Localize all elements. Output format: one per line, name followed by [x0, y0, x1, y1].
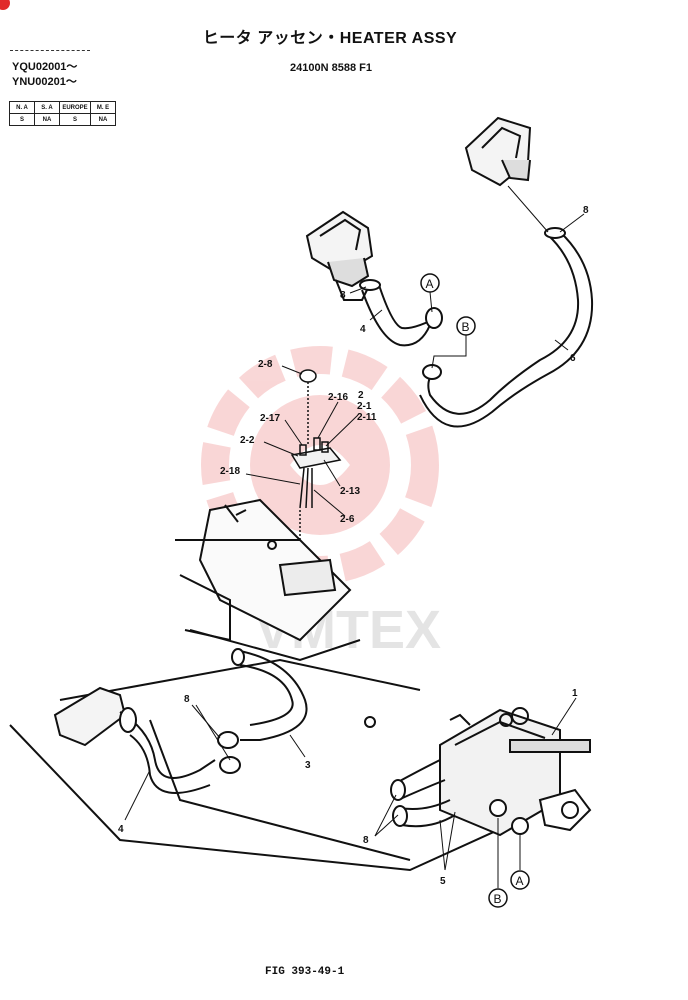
callout-2-8: 2-8 [258, 359, 273, 370]
table-cell: NA [90, 113, 116, 126]
heater-unit [439, 707, 592, 837]
floor-plate [9, 658, 521, 872]
table-row: S NA S NA [9, 113, 116, 126]
callout-2-2: 2-2 [240, 435, 255, 446]
page-title: ヒータ アッセン・HEATER ASSY [202, 30, 458, 47]
heater-control-switch [290, 369, 342, 580]
drawing-number: 24100N 8588 F1 [290, 62, 372, 74]
console-panel [175, 498, 361, 662]
callout-2-11: 2-11 [357, 412, 377, 423]
switch-callout-leaders [245, 365, 359, 517]
callout-8-top-left: 8 [340, 290, 346, 301]
upper-left-duct-outlet [305, 210, 374, 301]
callout-1: 1 [572, 688, 578, 699]
ref-b-top-label: B [462, 320, 470, 334]
callout-2-6: 2-6 [340, 514, 355, 525]
callout-2-17: 2-17 [260, 413, 280, 424]
ref-a-top-label: A [426, 277, 434, 291]
serial-line-2: YNU00201～ [12, 76, 77, 88]
callout-2-1: 2-1 [357, 401, 372, 412]
hoses-5 [390, 759, 456, 828]
callout-6: 6 [570, 353, 576, 364]
table-header-row: N. A S. A EUROPE M. E [9, 101, 116, 114]
callout-leaders-top [349, 185, 585, 369]
callout-2-16: 2-16 [328, 392, 348, 403]
callout-5: 5 [440, 876, 446, 887]
serial-divider [10, 50, 90, 51]
ref-a-bottom: A [510, 870, 530, 890]
ref-b-bottom: B [488, 888, 508, 908]
ref-b-bottom-label: B [494, 892, 502, 906]
callout-4-top: 4 [360, 324, 366, 335]
callout-2-13: 2-13 [340, 486, 360, 497]
hose-connectors [217, 716, 376, 774]
callout-8-top-right: 8 [583, 205, 589, 216]
figure-number: FIG 393-49-1 [265, 966, 345, 978]
market-availability-table: N. A S. A EUROPE M. E S NA S NA [9, 101, 116, 126]
upper-right-duct-outlet [464, 116, 532, 187]
callout-2-18: 2-18 [220, 466, 240, 477]
callout-2: 2 [358, 390, 364, 401]
callout-4-bottom: 4 [118, 824, 124, 835]
ref-a-bottom-label: A [516, 874, 524, 888]
ref-a-top: A [420, 273, 440, 293]
callout-leaders-bottom [124, 697, 577, 888]
table-cell: S [59, 113, 91, 126]
callout-3: 3 [305, 760, 311, 771]
callout-8-right: 8 [363, 835, 369, 846]
callout-8-mid: 8 [184, 694, 190, 705]
lower-left-duct [53, 686, 216, 794]
hose-6 [419, 227, 594, 428]
ref-b-top: B [456, 316, 476, 336]
corner-marker [0, 0, 10, 10]
hose-3 [231, 648, 308, 741]
serial-line-1: YQU02001～ [12, 61, 78, 73]
serial-range: YQU02001～ YNU00201～ [12, 60, 77, 90]
